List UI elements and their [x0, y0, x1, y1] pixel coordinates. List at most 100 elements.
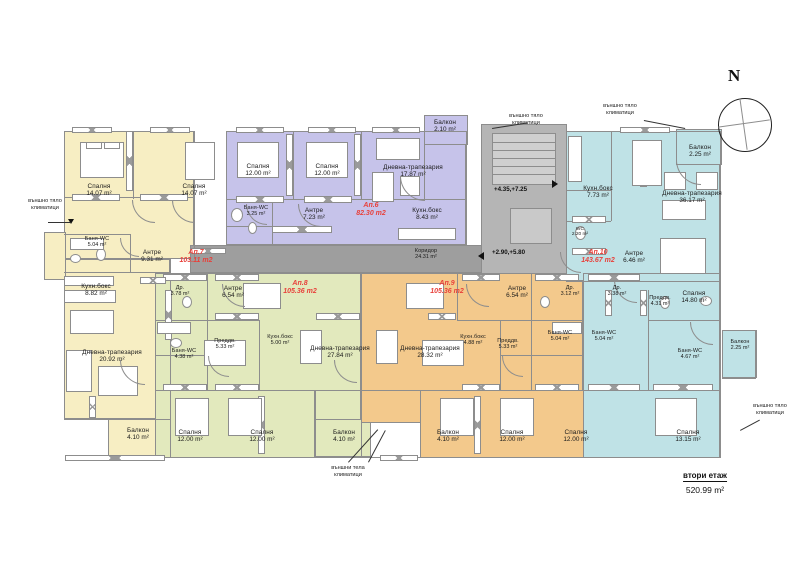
- wall: [648, 290, 650, 390]
- wall: [207, 320, 259, 322]
- wall: [361, 457, 583, 459]
- bed-icon: [175, 398, 209, 436]
- dining-table-icon: [632, 140, 662, 186]
- kitchen-counter-icon: [398, 228, 456, 240]
- stair-tread: [492, 158, 556, 159]
- kitchen-counter-icon: [568, 136, 582, 182]
- toilet-icon: [540, 296, 550, 308]
- toilet-icon: [248, 222, 257, 234]
- wall: [531, 355, 583, 357]
- table-icon: [70, 310, 114, 334]
- wall: [361, 131, 363, 199]
- wall: [293, 131, 295, 199]
- wall: [226, 131, 228, 245]
- kitchen-counter-icon: [552, 322, 582, 334]
- apartment-10-balcony-top-body: [676, 129, 722, 165]
- bed-icon: [500, 398, 534, 436]
- annotation-ac-bottom-mid: външни тела климатици: [331, 465, 364, 479]
- window-opening: [316, 313, 360, 320]
- wall: [720, 273, 722, 458]
- wall: [420, 390, 422, 458]
- elevation-marker-lower: +2.90,+5.80: [492, 249, 526, 256]
- annotation-ac-top-right: външно тяло климатици: [603, 103, 637, 117]
- dining-table-icon: [406, 283, 444, 309]
- annotation-line-1: външно тяло: [603, 103, 637, 109]
- stair-tread: [492, 166, 556, 167]
- wall: [583, 457, 720, 459]
- wall: [466, 131, 468, 245]
- window-opening: [65, 455, 165, 461]
- wall: [500, 355, 531, 357]
- apartment-10-balcony-bottom-body: [722, 330, 756, 378]
- annotation-ac-left: външно тяло климатици: [28, 198, 62, 212]
- window-opening: [462, 274, 500, 281]
- annotation-line-2: климатици: [756, 409, 784, 416]
- toilet-icon: [182, 296, 192, 308]
- wall: [108, 419, 110, 457]
- floor-title: втори етаж: [683, 471, 727, 482]
- elevator-icon: [510, 208, 552, 244]
- sink-icon: [575, 226, 586, 240]
- sink-icon: [170, 338, 182, 348]
- window-opening: [215, 384, 259, 391]
- sink-icon: [231, 208, 243, 222]
- wall: [481, 273, 567, 275]
- window-opening: [304, 196, 352, 203]
- window-opening: [72, 127, 112, 133]
- window-opening: [308, 127, 356, 133]
- wall: [272, 199, 274, 245]
- wall: [424, 115, 468, 117]
- wall: [611, 131, 613, 221]
- floor-area: 520.99 m²: [685, 485, 725, 495]
- annotation-line-1: външно тяло: [753, 403, 787, 409]
- stair-tread: [492, 150, 556, 151]
- bed-icon: [86, 142, 102, 149]
- wall: [424, 145, 426, 199]
- window-opening: [462, 384, 500, 391]
- wall: [155, 320, 207, 322]
- window-opening: [126, 131, 133, 191]
- wall: [481, 124, 483, 274]
- wall: [648, 320, 720, 322]
- kitchen-counter-icon: [64, 276, 114, 286]
- wall: [676, 129, 678, 165]
- window-opening: [535, 274, 579, 281]
- wall: [207, 273, 209, 320]
- window-opening: [190, 248, 226, 254]
- window-opening: [150, 127, 190, 133]
- wall: [722, 330, 756, 332]
- wall: [64, 272, 170, 274]
- staircase-icon: [492, 133, 556, 185]
- window-opening: [140, 194, 188, 201]
- wall: [361, 273, 363, 458]
- window-opening: [572, 248, 606, 255]
- sink-icon: [70, 254, 81, 263]
- wall: [457, 320, 500, 322]
- wall: [583, 390, 720, 392]
- window-opening: [236, 127, 284, 133]
- bed-icon: [237, 142, 279, 178]
- wall: [676, 129, 722, 131]
- wall: [315, 390, 317, 458]
- direction-arrow-icon: [552, 180, 558, 188]
- wall: [259, 320, 261, 390]
- wall: [566, 281, 720, 283]
- compass-rose: N: [712, 66, 782, 156]
- annotation-line-1: външни тела: [331, 465, 365, 471]
- wall: [720, 131, 722, 281]
- wall: [64, 234, 130, 236]
- wall: [170, 259, 172, 457]
- bed-icon: [185, 142, 215, 180]
- window-opening: [380, 455, 418, 461]
- wall: [583, 273, 720, 275]
- window-opening: [640, 290, 647, 316]
- wardrobe-icon: [64, 290, 116, 303]
- window-opening: [72, 194, 120, 201]
- sofa-icon: [662, 200, 706, 220]
- wall: [756, 330, 758, 378]
- window-opening: [535, 384, 579, 391]
- wall: [155, 273, 361, 275]
- wall: [424, 115, 426, 145]
- direction-arrow-icon: [478, 252, 484, 260]
- sofa-icon: [66, 350, 92, 392]
